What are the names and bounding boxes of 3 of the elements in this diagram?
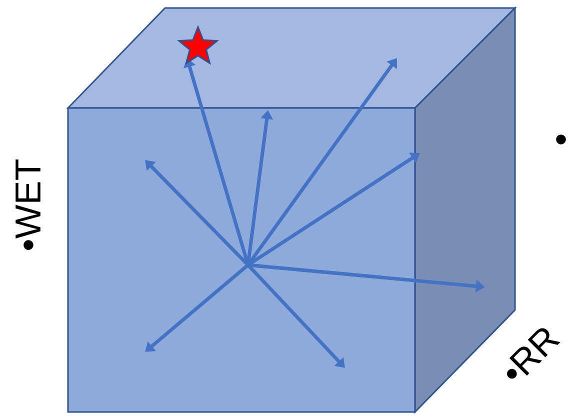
side-label: •RR — [507, 328, 560, 379]
side-label: • — [556, 134, 566, 144]
side-label: •WET — [16, 160, 40, 250]
